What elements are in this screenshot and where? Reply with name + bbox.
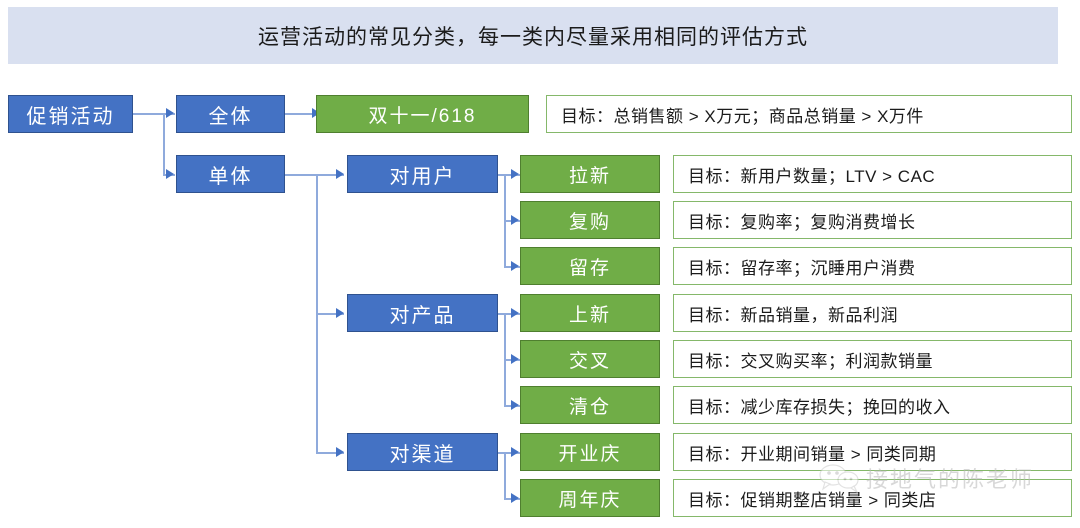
goal-text: 目标：留存率；沉睡用户消费 — [688, 258, 916, 278]
arrow-user-to-retain — [511, 261, 519, 271]
arrow-single-to-product — [336, 308, 344, 318]
goal-text: 目标：总销售额 > X万元；商品总销量 > X万件 — [561, 106, 924, 126]
connector-root-trunk — [163, 113, 165, 175]
node-activity-acquire[interactable]: 拉新 — [520, 155, 660, 193]
connector-root-out — [133, 113, 165, 115]
connector-single-out — [285, 174, 318, 176]
node-activity-retention[interactable]: 留存 — [520, 247, 660, 285]
node-label: 交叉 — [568, 350, 611, 372]
node-label: 全体 — [208, 105, 253, 128]
node-activity-new-arrival[interactable]: 上新 — [520, 294, 660, 332]
node-for-channel[interactable]: 对渠道 — [347, 433, 498, 471]
connector-channel-out — [498, 452, 520, 454]
arrow-channel-to-open — [511, 447, 519, 457]
node-label: 对渠道 — [389, 443, 456, 466]
node-label: 复购 — [568, 211, 611, 233]
node-label: 对用户 — [389, 165, 456, 188]
arrow-root-to-single — [166, 169, 174, 179]
arrow-product-to-clear — [511, 400, 519, 410]
page-title: 运营活动的常见分类，每一类内尽量采用相同的评估方式 — [258, 25, 808, 49]
node-activity-opening[interactable]: 开业庆 — [520, 433, 660, 471]
node-promotion-root[interactable]: 促销活动 — [8, 95, 133, 133]
node-activity-double11[interactable]: 双十一/618 — [316, 95, 529, 133]
connector-product-out — [498, 313, 520, 315]
connector-all-to-1111 — [285, 113, 315, 115]
node-label: 清仓 — [568, 396, 611, 418]
goal-box-retention: 目标：留存率；沉睡用户消费 — [673, 247, 1072, 285]
goal-box-new-arrival: 目标：新品销量，新品利润 — [673, 294, 1072, 332]
arrow-single-to-channel — [336, 447, 344, 457]
node-activity-anniversary[interactable]: 周年庆 — [520, 479, 660, 517]
node-for-user[interactable]: 对用户 — [347, 155, 498, 193]
node-label: 单体 — [208, 165, 253, 188]
goal-text: 目标：减少库存损失；挽回的收入 — [688, 397, 951, 417]
arrow-channel-to-anniv — [511, 493, 519, 503]
goal-text: 目标：交叉购买率；利润款销量 — [688, 351, 933, 371]
arrow-single-to-user — [336, 169, 344, 179]
title-banner: 运营活动的常见分类，每一类内尽量采用相同的评估方式 — [8, 7, 1058, 64]
node-label: 上新 — [568, 304, 611, 326]
node-label: 双十一/618 — [368, 105, 477, 127]
arrow-product-to-cross — [511, 354, 519, 364]
node-activity-repeat-purchase[interactable]: 复购 — [520, 201, 660, 239]
goal-box-repeat-purchase: 目标：复购率；复购消费增长 — [673, 201, 1072, 239]
node-single[interactable]: 单体 — [176, 155, 285, 193]
goal-box-cross-sell: 目标：交叉购买率；利润款销量 — [673, 340, 1072, 378]
arrow-user-to-acquire — [511, 169, 519, 179]
arrow-product-to-new — [511, 308, 519, 318]
connector-single-to-channel — [316, 452, 344, 454]
node-label: 促销活动 — [26, 105, 115, 128]
goal-box-clearance: 目标：减少库存损失；挽回的收入 — [673, 386, 1072, 424]
connector-single-to-product — [316, 313, 344, 315]
node-label: 开业庆 — [558, 443, 622, 465]
goal-text: 目标：新品销量，新品利润 — [688, 305, 898, 325]
connector-single-to-user — [316, 174, 344, 176]
goal-text: 目标：复购率；复购消费增长 — [688, 212, 916, 232]
goal-box-anniversary: 目标：促销期整店销量 > 同类店 — [673, 479, 1072, 517]
goal-box-double11: 目标：总销售额 > X万元；商品总销量 > X万件 — [546, 95, 1072, 133]
goal-box-acquire: 目标：新用户数量；LTV > CAC — [673, 155, 1072, 193]
arrow-root-to-all — [166, 108, 174, 118]
node-label: 对产品 — [389, 304, 456, 327]
connector-user-out — [498, 174, 520, 176]
connector-channel-trunk — [504, 452, 506, 498]
node-activity-cross-sell[interactable]: 交叉 — [520, 340, 660, 378]
node-for-product[interactable]: 对产品 — [347, 294, 498, 332]
node-label: 留存 — [568, 257, 611, 279]
goal-box-opening: 目标：开业期间销量 > 同类同期 — [673, 433, 1072, 471]
arrow-user-to-repeat — [511, 215, 519, 225]
node-label: 拉新 — [568, 165, 611, 187]
node-label: 周年庆 — [558, 489, 622, 511]
goal-text: 目标：促销期整店销量 > 同类店 — [688, 490, 937, 510]
goal-text: 目标：新用户数量；LTV > CAC — [688, 166, 936, 186]
node-all[interactable]: 全体 — [176, 95, 285, 133]
node-activity-clearance[interactable]: 清仓 — [520, 386, 660, 424]
goal-text: 目标：开业期间销量 > 同类同期 — [688, 444, 937, 464]
